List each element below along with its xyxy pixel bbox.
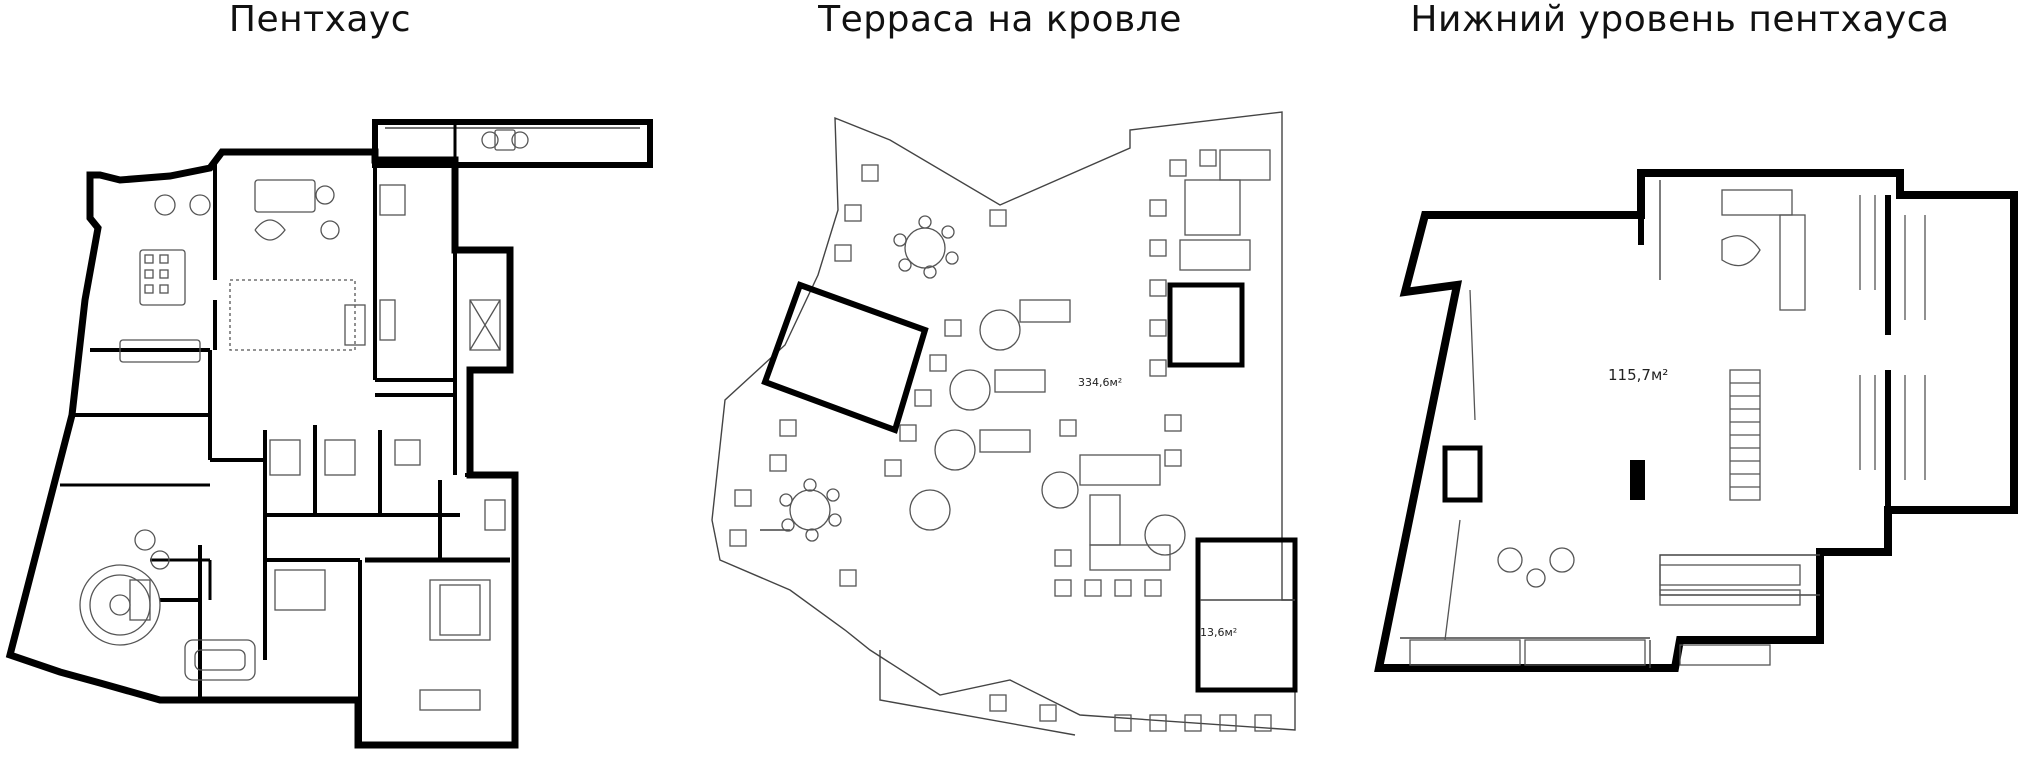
lower-level-plan: 115,7м² (1374, 169, 2018, 672)
penthouse-plan (5, 119, 653, 749)
plan-title-penthouse: Пентхаус (228, 0, 412, 40)
terrace-area-label: 334,6м² (1078, 376, 1122, 389)
plan-title-roof-terrace: Терраса на кровле (818, 0, 1182, 40)
roof-terrace-plan: 334,6м² 13,6м² (711, 111, 1298, 736)
plan-title-lower-level: Нижний уровень пентхауса (1410, 0, 1950, 40)
storage-area-label: 13,6м² (1200, 626, 1237, 639)
lower-level-area-label: 115,7м² (1608, 366, 1668, 384)
